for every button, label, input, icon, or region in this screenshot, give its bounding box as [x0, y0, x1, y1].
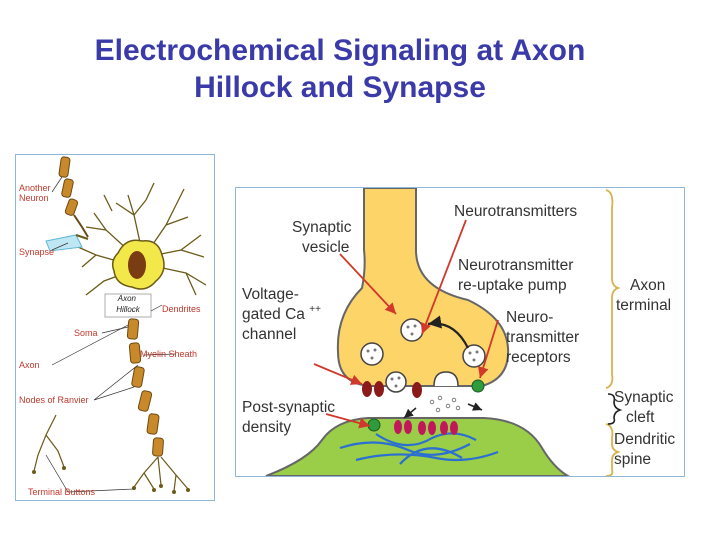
reuptake-arrow [427, 315, 469, 349]
label-dendritic-spine-line-2: spine [614, 451, 651, 468]
slide-title: Electrochemical Signaling at Axon Hilloc… [0, 32, 680, 106]
reuptake-pump-green [471, 379, 485, 393]
myelinated-axon [126, 318, 164, 457]
label-post-synaptic-density: Post-synaptic density [242, 399, 339, 436]
label-receptors-line-2: transmitter [506, 329, 579, 346]
label-reuptake-pump: Neurotransmitter re-uptake pump [458, 257, 578, 294]
axon-hillock-box [104, 293, 152, 318]
label-axon: Axon [19, 360, 40, 370]
synapse-highlight [45, 234, 89, 252]
postsynaptic-filaments [339, 432, 499, 465]
label-dendritic-spine-line-1: Dendritic [614, 431, 675, 448]
label-synaptic-vesicle-line-2: vesicle [302, 239, 349, 256]
region-braces [605, 189, 621, 476]
label-synaptic-cleft-line-2: cleft [626, 409, 655, 426]
label-nodes-of-ranvier: Nodes of Ranvier [19, 395, 89, 405]
label-myelin-sheath: Myelin Sheath [140, 349, 197, 359]
vesicle [360, 342, 384, 366]
synapse-illustration: Synaptic vesicle Neurotransmitters Neuro… [242, 188, 679, 476]
synapse-diagram-panel: Synaptic vesicle Neurotransmitters Neuro… [235, 187, 685, 477]
vesicle [400, 318, 424, 342]
label-synaptic-cleft: Synaptic cleft [614, 389, 678, 426]
label-reuptake-pump-line-2: re-uptake pump [458, 277, 567, 294]
label-soma: Soma [74, 328, 98, 338]
calcium-channels [362, 381, 422, 398]
diffusion-arrow-right [467, 402, 483, 411]
label-neurotransmitters: Neurotransmitters [454, 203, 577, 220]
label-voltage-gated-line-3: channel [242, 326, 296, 343]
label-another-neuron-line-2: Neuron [19, 193, 49, 203]
slide-title-line-2: Hillock and Synapse [194, 71, 486, 104]
secondary-branch-dots [32, 466, 66, 474]
vesicle [385, 371, 407, 393]
postsynaptic-receptors [394, 420, 458, 435]
label-post-synaptic-line-2: density [242, 419, 291, 436]
label-voltage-gated-line-1: Voltage- [242, 286, 299, 303]
label-reuptake-pump-line-1: Neurotransmitter [458, 257, 573, 274]
label-post-synaptic-line-1: Post-synaptic [242, 399, 335, 416]
label-receptors-line-1: Neuro- [506, 309, 553, 326]
fusing-vesicle [433, 371, 459, 387]
terminal-button-dots [132, 484, 190, 494]
nucleus [128, 251, 146, 279]
vesicle [462, 344, 486, 368]
released-neurotransmitters [429, 395, 461, 413]
label-terminal-buttons: Terminal Buttons [28, 487, 96, 497]
label-voltage-gated-line-2: gated Ca [242, 306, 305, 323]
label-synaptic-vesicle: Synaptic vesicle [292, 219, 356, 256]
label-axon-terminal-line-2: terminal [616, 297, 671, 314]
label-axon-hillock-line-1: Axon [117, 294, 137, 303]
label-synaptic-cleft-line-1: Synaptic [614, 389, 674, 406]
label-dendrites: Dendrites [162, 304, 201, 314]
label-dendritic-spine: Dendritic spine [614, 431, 679, 468]
another-neuron-axon [58, 156, 89, 238]
secondary-branches [33, 414, 65, 472]
postsynaptic-green-receptor [367, 418, 381, 432]
label-voltage-gated-superscript: ++ [309, 304, 321, 315]
vesicle-contents [366, 324, 479, 388]
label-axon-terminal: Axon terminal [616, 277, 671, 314]
neuron-diagram-panel: Another Neuron Synapse Axon Hillock Dend… [15, 154, 215, 501]
label-synapse: Synapse [19, 247, 54, 257]
dendritic-spine-shape [265, 417, 571, 476]
terminal-branches [133, 456, 189, 492]
label-pointer-arrows [313, 219, 499, 429]
label-receptors-line-3: receptors [506, 349, 571, 366]
neuron-pointer-lines [45, 176, 177, 493]
label-neurotransmitter-receptors: Neuro- transmitter receptors [506, 309, 584, 366]
label-axon-terminal-line-1: Axon [630, 277, 665, 294]
label-another-neuron: Another Neuron [19, 183, 53, 203]
label-another-neuron-line-1: Another [19, 183, 51, 193]
label-axon-hillock-line-2: Hillock [116, 305, 141, 314]
label-axon-hillock: Axon Hillock [116, 294, 141, 314]
slide-title-line-1: Electrochemical Signaling at Axon [94, 34, 586, 67]
synaptic-cleft-brace [607, 393, 623, 425]
diffusion-arrow-left [403, 407, 417, 419]
neuron-illustration: Another Neuron Synapse Axon Hillock Dend… [19, 156, 207, 497]
label-voltage-gated-channel: Voltage- gated Ca ++ channel [242, 286, 325, 343]
label-synaptic-vesicle-line-1: Synaptic [292, 219, 352, 236]
synaptic-vesicles [360, 318, 486, 393]
